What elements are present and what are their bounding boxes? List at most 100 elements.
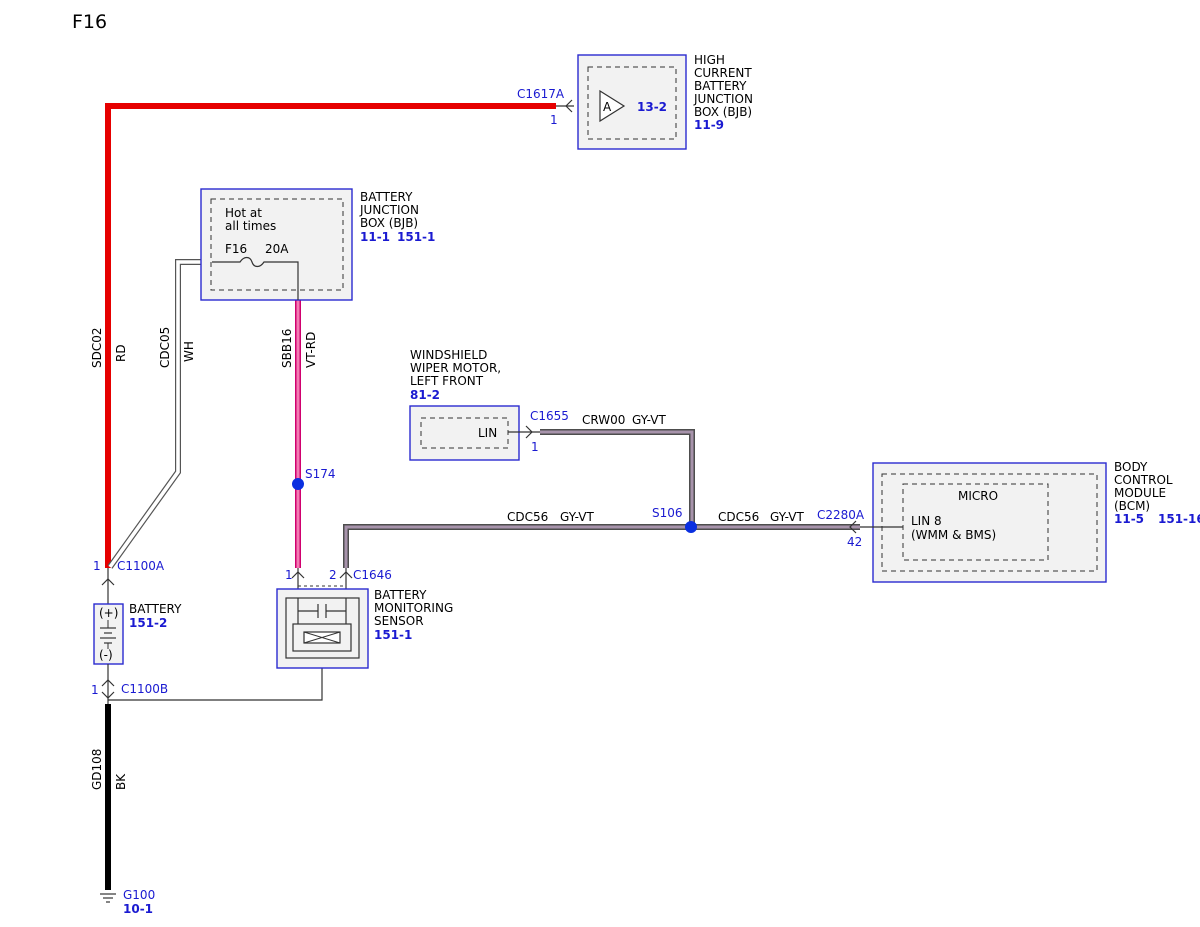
wiper-label: WINDSHIELD WIPER MOTOR, LEFT FRONT 81-2 xyxy=(410,348,501,402)
bjb-inner xyxy=(210,198,344,291)
svg-text:151-2: 151-2 xyxy=(129,616,167,630)
svg-text:CONTROL: CONTROL xyxy=(1114,473,1173,487)
hcbjb-pin: 1 xyxy=(550,113,558,127)
sdc02-circuit: SDC02 xyxy=(90,327,104,368)
bms-pin1: 1 xyxy=(285,568,293,582)
svg-text:MODULE: MODULE xyxy=(1114,486,1166,500)
connector-arrow-icon xyxy=(101,691,115,699)
wiper-pin: 1 xyxy=(531,440,539,454)
wiper-box xyxy=(409,405,520,461)
gd108-color: BK xyxy=(114,773,128,790)
bms-inner xyxy=(285,597,360,659)
cdc05-circuit: CDC05 xyxy=(158,327,172,368)
svg-text:151-1: 151-1 xyxy=(374,628,412,642)
crw00-color: GY-VT xyxy=(632,413,666,427)
cdc56-right-color: GY-VT xyxy=(770,510,804,524)
wire-cdc05-outline xyxy=(107,259,212,569)
bcm-lin-line2: (WMM & BMS) xyxy=(911,528,996,542)
bcm-label: BODY CONTROL MODULE (BCM) 11-5 151-16 xyxy=(1114,460,1200,526)
bjb-box xyxy=(200,188,353,301)
bcm-micro-box xyxy=(902,483,1049,561)
svg-text:LEFT FRONT: LEFT FRONT xyxy=(410,374,484,388)
wire-cdc05 xyxy=(108,260,212,569)
bjb-hot-line2: all times xyxy=(225,219,276,233)
bcm-inner xyxy=(881,473,1098,572)
bcm-pin: 42 xyxy=(847,535,862,549)
cdc56-right-circuit: CDC56 xyxy=(718,510,759,524)
bms-label: BATTERY MONITORING SENSOR 151-1 xyxy=(374,588,453,642)
sbb16-circuit: SBB16 xyxy=(280,329,294,368)
svg-text:BODY: BODY xyxy=(1114,460,1148,474)
svg-text:(BCM): (BCM) xyxy=(1114,499,1150,513)
page-title: F16 xyxy=(72,11,107,33)
wiper-terminal: LIN xyxy=(478,426,497,440)
cdc56-left-circuit: CDC56 xyxy=(507,510,548,524)
splice-s106-dot xyxy=(685,521,697,533)
crw00-circuit: CRW00 xyxy=(582,413,625,427)
battery-plus: (+) xyxy=(99,606,118,620)
connector-arrow-icon xyxy=(565,99,573,113)
connector-arrow-icon xyxy=(101,679,115,687)
battery-minus: (-) xyxy=(99,648,113,662)
bcm-box xyxy=(872,462,1107,583)
battery-label: BATTERY 151-2 xyxy=(129,602,182,630)
bcm-connector: C2280A xyxy=(817,508,865,522)
battery-bottom-pin: 1 xyxy=(91,683,99,697)
splice-s174-dot xyxy=(292,478,304,490)
svg-text:JUNCTION: JUNCTION xyxy=(693,92,753,106)
svg-text:JUNCTION: JUNCTION xyxy=(359,203,419,217)
bcm-micro: MICRO xyxy=(958,489,998,503)
wire-cdc56-outline xyxy=(343,524,860,568)
battery-top-connector: C1100A xyxy=(117,559,165,573)
cdc05-color: WH xyxy=(182,341,196,362)
svg-text:BOX (BJB): BOX (BJB) xyxy=(360,216,418,230)
wiper-inner xyxy=(420,417,509,449)
connector-arrow-icon xyxy=(849,520,857,534)
sdc02-color: RD xyxy=(114,344,128,362)
svg-text:HIGH: HIGH xyxy=(694,53,725,67)
fuse-icon xyxy=(212,256,299,300)
sbb16-color: VT-RD xyxy=(304,332,318,368)
wiper-connector: C1655 xyxy=(530,409,569,423)
svg-text:WINDSHIELD: WINDSHIELD xyxy=(410,348,487,362)
svg-text:11-9: 11-9 xyxy=(694,118,724,132)
splice-s174: S174 xyxy=(305,467,336,481)
bjb-label: BATTERY JUNCTION BOX (BJB) 11-1 151-1 xyxy=(359,190,435,244)
hcbjb-connector: C1617A xyxy=(517,87,565,101)
shunt-resistor-icon xyxy=(292,623,352,652)
svg-text:SENSOR: SENSOR xyxy=(374,614,424,628)
wire-bms-ground xyxy=(108,668,323,701)
battery-top-pin: 1 xyxy=(93,559,101,573)
svg-text:WIPER MOTOR,: WIPER MOTOR, xyxy=(410,361,501,375)
svg-text:81-2: 81-2 xyxy=(410,388,440,402)
fuse-name: F16 xyxy=(225,242,247,256)
svg-text:11-5: 11-5 xyxy=(1114,512,1144,526)
svg-text:BATTERY: BATTERY xyxy=(360,190,413,204)
connector-arrow-icon xyxy=(525,425,533,439)
bcm-lin-line1: LIN 8 xyxy=(911,514,942,528)
battery-cell-icon xyxy=(100,620,116,649)
splice-s106: S106 xyxy=(652,506,683,520)
svg-text:11-1: 11-1 xyxy=(360,230,390,244)
bms-box xyxy=(276,588,369,669)
ground-icon xyxy=(100,893,116,903)
hcbjb-inner xyxy=(587,66,677,140)
wire-crw00 xyxy=(540,430,694,527)
fuse-rating: 20A xyxy=(265,242,289,256)
wire-sdc02 xyxy=(105,103,556,568)
svg-text:151-16: 151-16 xyxy=(1158,512,1200,526)
svg-text:151-1: 151-1 xyxy=(397,230,435,244)
svg-text:BATTERY: BATTERY xyxy=(694,79,747,93)
hcbjb-terminal: A xyxy=(603,100,612,114)
svg-text:MONITORING: MONITORING xyxy=(374,601,453,615)
ground-name: G100 xyxy=(123,888,155,902)
svg-text:BATTERY: BATTERY xyxy=(129,602,182,616)
battery-bottom-connector: C1100B xyxy=(121,682,168,696)
gd108-circuit: GD108 xyxy=(90,749,104,790)
svg-text:BATTERY: BATTERY xyxy=(374,588,427,602)
bms-connector: C1646 xyxy=(353,568,392,582)
svg-text:BOX (BJB): BOX (BJB) xyxy=(694,105,752,119)
fuse-link-triangle-icon xyxy=(599,89,626,123)
cdc56-left-color: GY-VT xyxy=(560,510,594,524)
